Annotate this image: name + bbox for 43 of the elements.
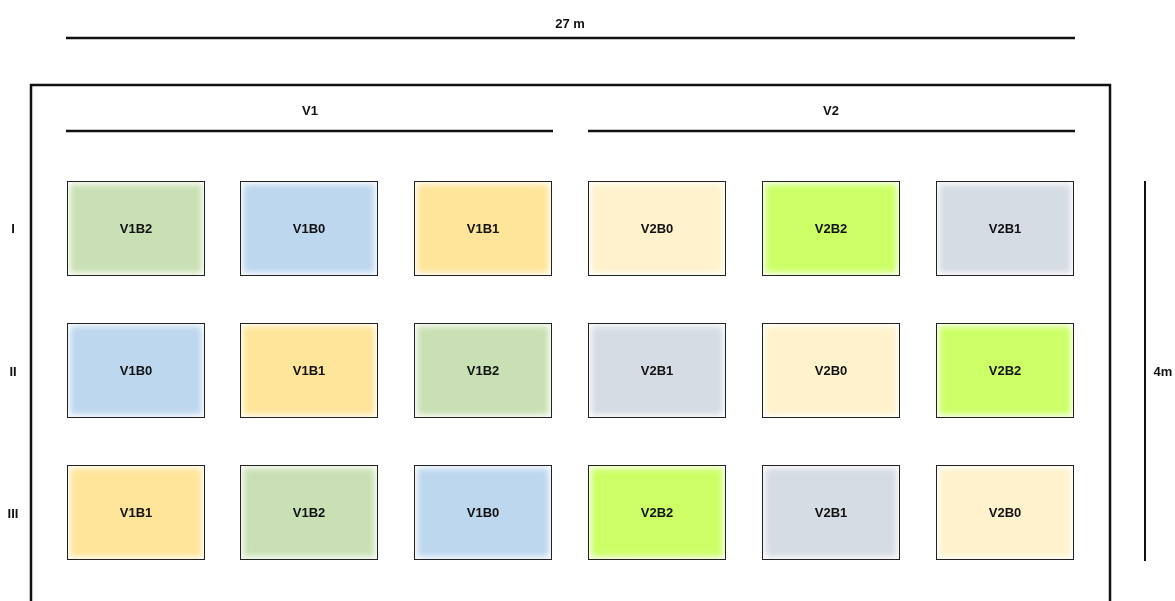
row-label: II [9,363,17,379]
plot-box [240,323,378,418]
plot-label: V2B1 [640,363,674,378]
plot-label: V1B2 [292,505,326,520]
plot-box [762,181,900,276]
plot-box [936,465,1074,560]
plot-box [67,465,205,560]
plot-box [414,323,552,418]
plot-label: V2B0 [988,505,1022,520]
dimension-label: 27 m [555,15,585,31]
plot-label: V2B0 [640,221,674,236]
plot-box [414,181,552,276]
plot-label: V1B1 [292,363,326,378]
plot-label: V2B1 [814,505,848,520]
plot-box [414,465,552,560]
plot-label: V2B0 [814,363,848,378]
plot-label: V1B2 [119,221,153,236]
plot-box [240,465,378,560]
plot-label: V2B2 [988,363,1022,378]
plot-label: V1B0 [119,363,153,378]
row-label: III [7,505,19,521]
plot-label: V1B0 [292,221,326,236]
plot-box [67,181,205,276]
dimension-label: 4m [1153,363,1173,379]
plot-label: V1B1 [119,505,153,520]
plot-label: V2B2 [814,221,848,236]
plot-label: V1B2 [466,363,500,378]
plot-box [936,181,1074,276]
plot-box [588,181,726,276]
plot-label: V1B0 [466,505,500,520]
plot-label: V2B2 [640,505,674,520]
plot-label: V1B1 [466,221,500,236]
plot-label: V2B1 [988,221,1022,236]
plot-box [762,323,900,418]
plot-box [936,323,1074,418]
plot-box [67,323,205,418]
group-label: V1 [302,102,318,118]
plot-box [240,181,378,276]
row-label: I [11,220,15,236]
group-label: V2 [823,102,839,118]
plot-box [588,323,726,418]
plot-box [762,465,900,560]
plot-box [588,465,726,560]
